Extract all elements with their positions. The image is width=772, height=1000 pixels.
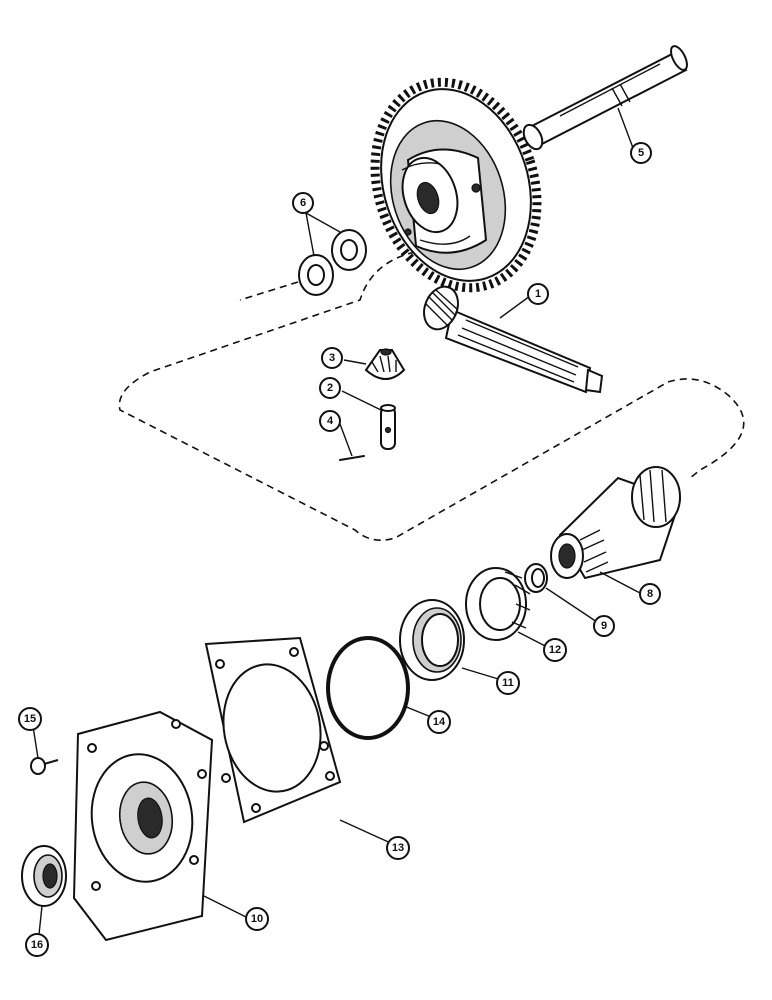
- part-1-ring-gear: [370, 77, 542, 293]
- callout-16: 16: [25, 933, 49, 957]
- callout-8: 8: [639, 583, 661, 605]
- svg-text:16: 16: [31, 939, 43, 951]
- callout-9: 9: [593, 615, 615, 637]
- svg-text:14: 14: [433, 716, 446, 728]
- svg-text:3: 3: [329, 352, 335, 364]
- callout-11: 11: [496, 671, 520, 695]
- part-14-o-ring: [326, 636, 410, 740]
- part-8-splined-shaft: [550, 466, 682, 580]
- callout-3: 3: [321, 347, 343, 369]
- assembly-boundary: [118, 251, 745, 541]
- callout-2: 2: [319, 377, 341, 399]
- part-2-pin: [380, 404, 396, 450]
- callout-13: 13: [386, 836, 410, 860]
- part-9-snap-ring: [524, 563, 548, 593]
- part-3-bevel-pinion: [364, 348, 406, 380]
- svg-text:9: 9: [601, 620, 607, 632]
- part-11-bearing-cup: [399, 599, 465, 681]
- part-1-pinion-shaft: [423, 285, 604, 394]
- callout-4: 4: [319, 410, 341, 432]
- svg-text:12: 12: [549, 644, 561, 656]
- part-6-washers: [298, 229, 367, 296]
- svg-text:11: 11: [502, 677, 514, 689]
- svg-text:10: 10: [251, 913, 263, 925]
- callout-12: 12: [543, 638, 567, 662]
- svg-text:1: 1: [535, 288, 541, 300]
- svg-text:4: 4: [327, 415, 334, 427]
- part-10-cover-plate: [72, 710, 214, 942]
- part-12-roller-bearing: [465, 567, 531, 641]
- part-4-roll-pin: [339, 455, 365, 461]
- callout-10: 10: [245, 907, 269, 931]
- part-13-gasket: [204, 636, 342, 824]
- svg-text:13: 13: [392, 842, 404, 854]
- svg-text:15: 15: [24, 713, 36, 725]
- part-5-shaft: [522, 45, 688, 151]
- callout-5: 5: [630, 142, 652, 164]
- svg-text:8: 8: [647, 588, 653, 600]
- callout-14: 14: [427, 710, 451, 734]
- svg-text:5: 5: [638, 147, 644, 159]
- svg-text:2: 2: [327, 382, 333, 394]
- part-16-oil-seal: [21, 845, 67, 907]
- callout-1: 1: [527, 283, 549, 305]
- callout-6: 6: [292, 192, 314, 214]
- part-15-screw: [30, 757, 59, 775]
- svg-text:6: 6: [300, 197, 306, 209]
- callout-15: 15: [18, 707, 42, 731]
